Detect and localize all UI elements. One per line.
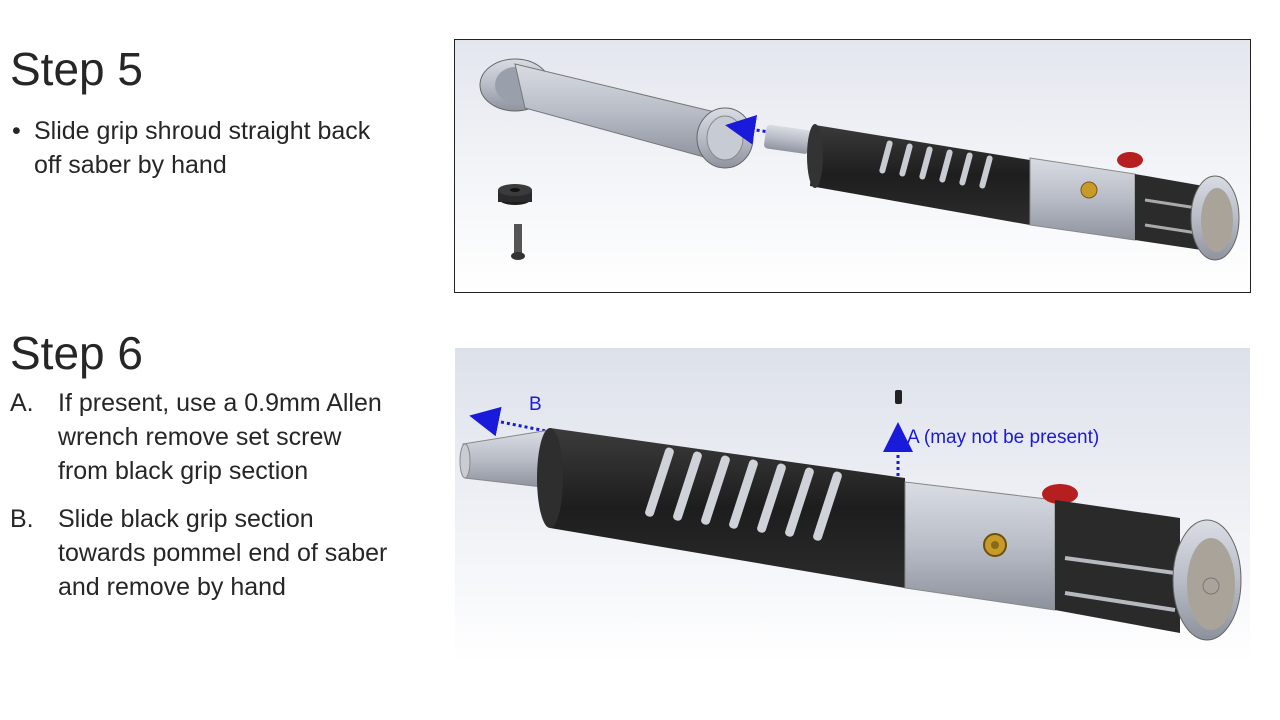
- label-a: A (may not be present): [907, 427, 1099, 448]
- grip-removal-drawing: B A (may not be present): [459, 390, 1242, 641]
- step5-illustration: [454, 39, 1251, 293]
- step6-list: A. If present, use a 0.9mm Allen wrench …: [10, 386, 390, 618]
- step6-title: Step 6: [10, 327, 143, 379]
- spare-parts: [498, 184, 532, 260]
- set-screw: [895, 390, 902, 404]
- item-text-b: Slide black grip section towards pommel …: [58, 505, 388, 601]
- bullet-text: Slide grip shroud straight back off sabe…: [34, 117, 371, 179]
- arrow-b: [469, 406, 552, 437]
- item-marker-b: B.: [10, 505, 34, 533]
- step6-illustration: B A (may not be present): [455, 348, 1250, 664]
- step6-item-a: A. If present, use a 0.9mm Allen wrench …: [10, 386, 390, 488]
- step5-title: Step 5: [10, 43, 143, 95]
- bullet-item: • Slide grip shroud straight back off sa…: [10, 114, 390, 182]
- grip-shroud: [479, 58, 754, 169]
- step5-bullets: • Slide grip shroud straight back off sa…: [10, 114, 390, 182]
- label-b: B: [529, 394, 542, 415]
- saber-body: [459, 428, 1242, 641]
- item-marker-a: A.: [10, 389, 34, 417]
- bullet-dot: •: [12, 117, 21, 145]
- saber-body: [764, 124, 1240, 261]
- item-text-a: If present, use a 0.9mm Allen wrench rem…: [58, 389, 382, 485]
- exploded-saber-drawing: [479, 58, 1240, 261]
- step6-item-b: B. Slide black grip section towards pomm…: [10, 502, 390, 604]
